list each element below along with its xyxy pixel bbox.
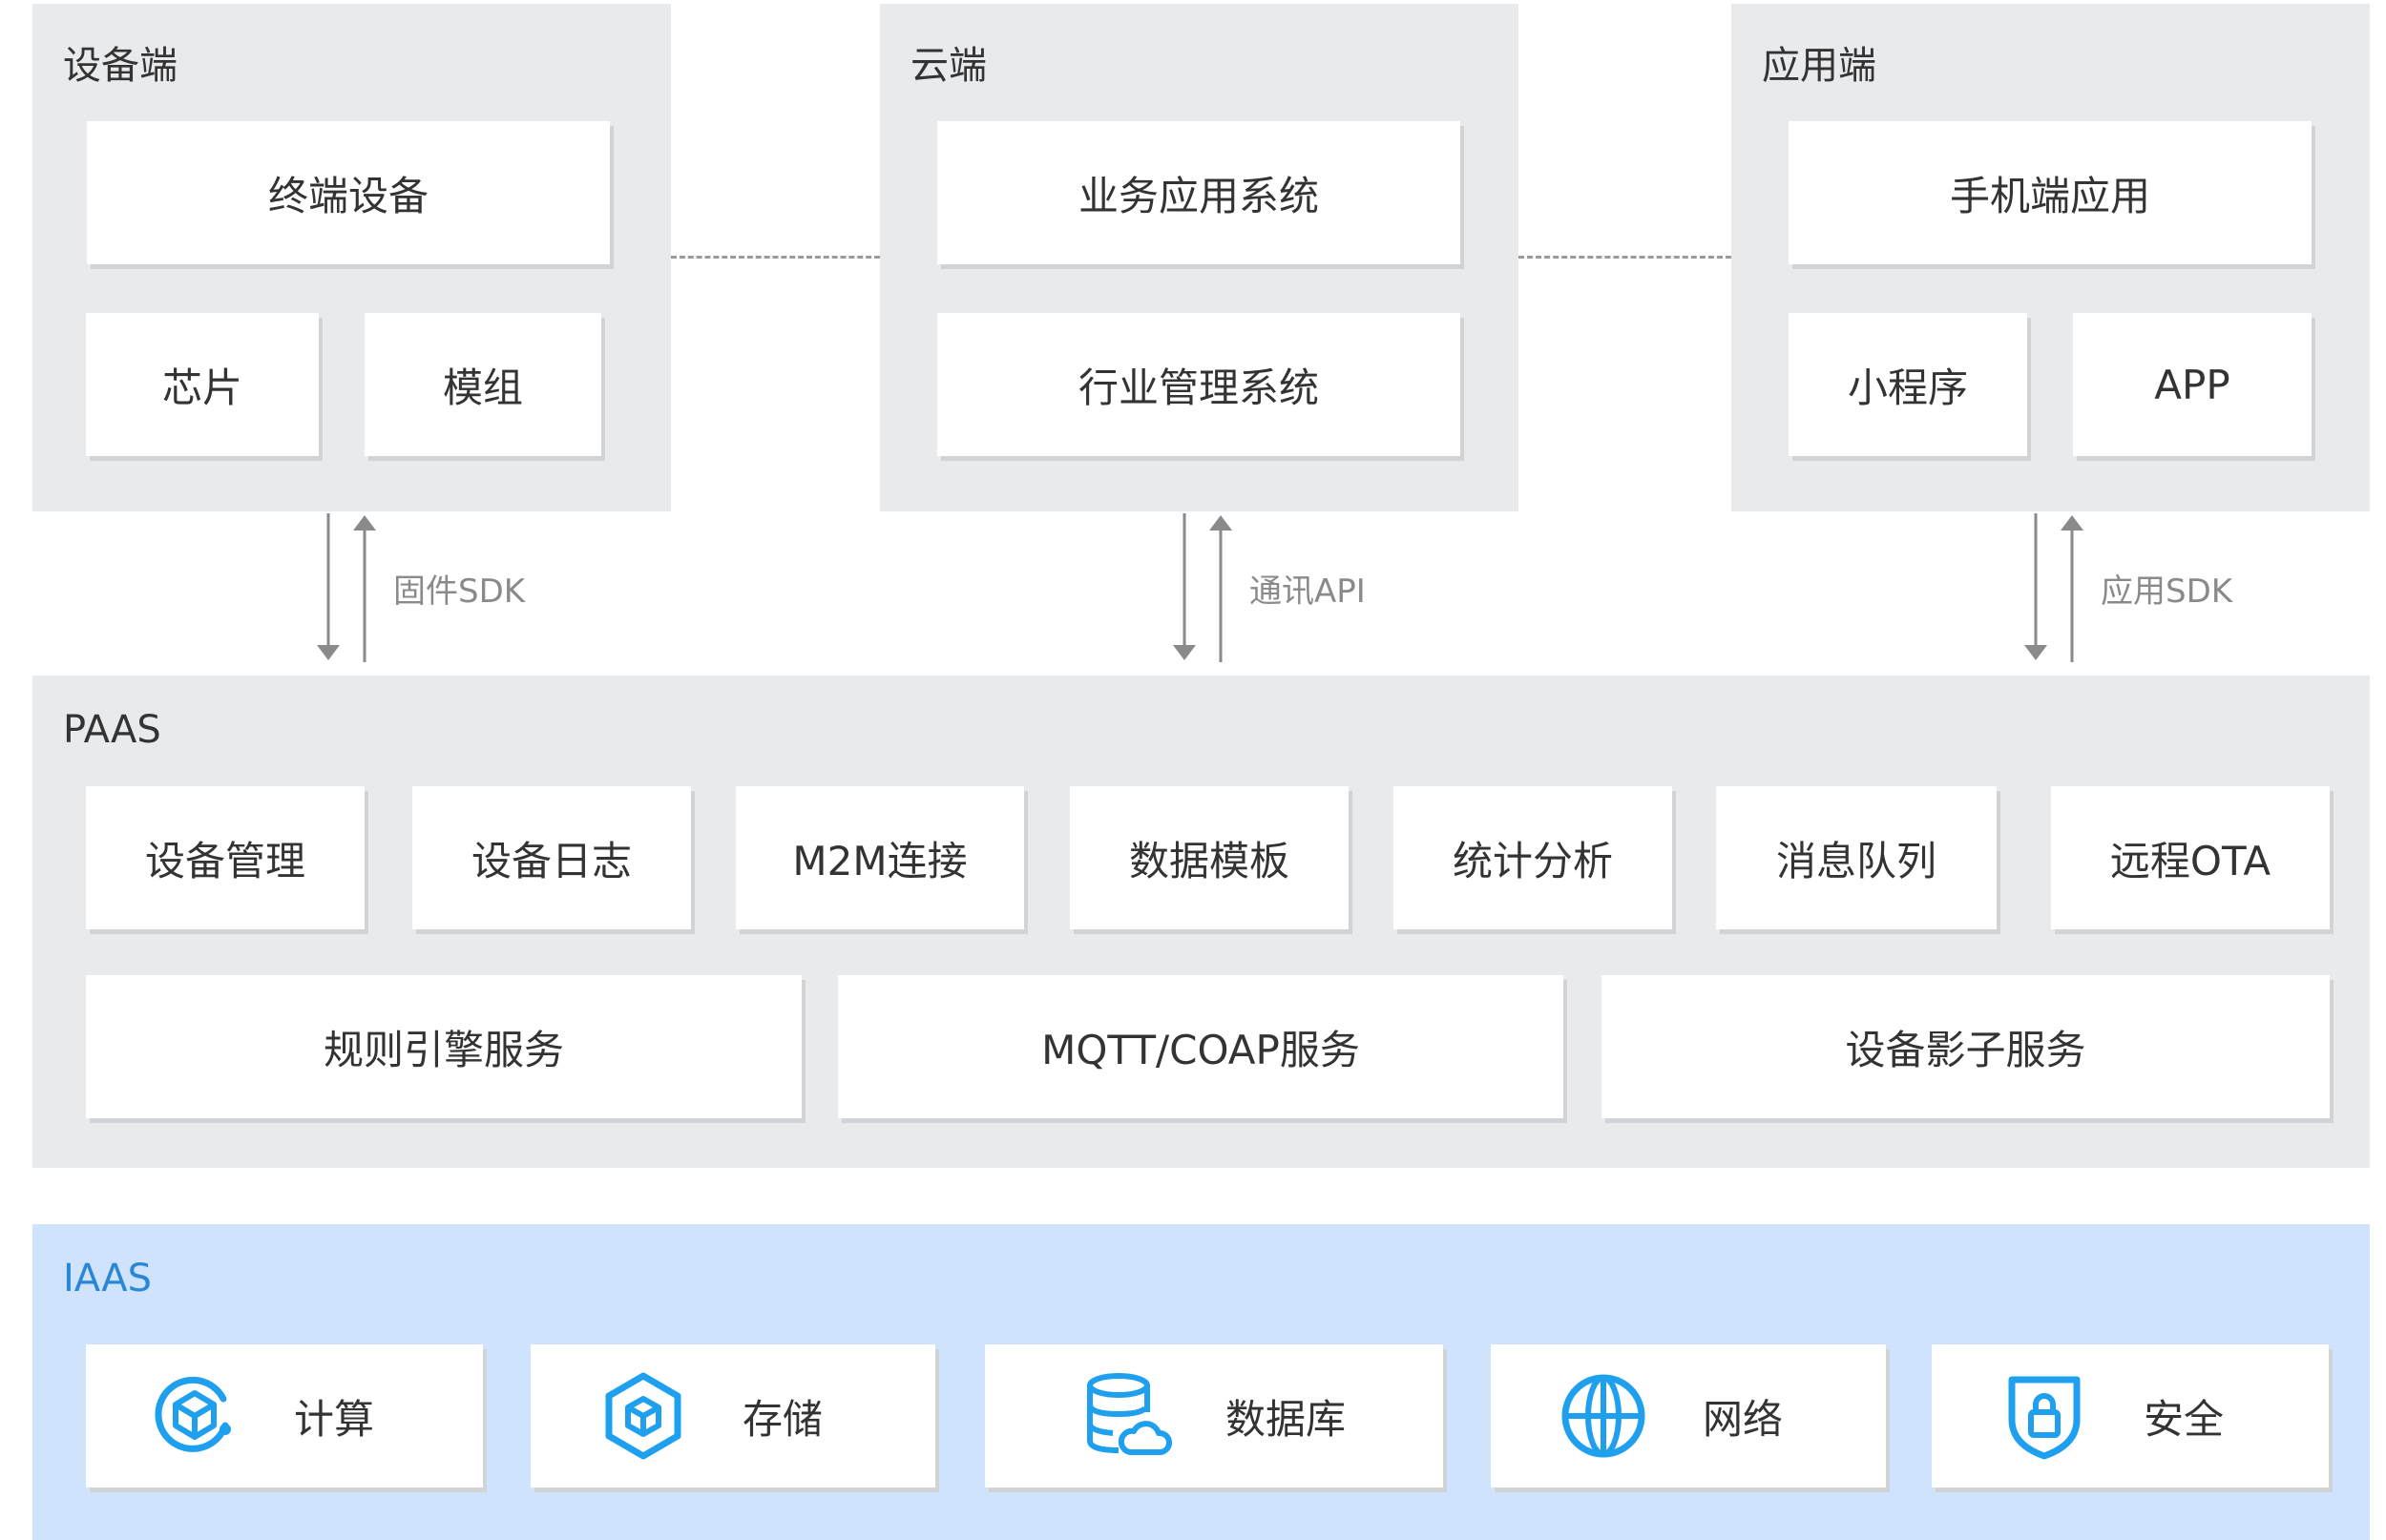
security-icon	[2008, 1376, 2081, 1460]
iaas-item-label: 安全	[2144, 1395, 2225, 1443]
app-box: APP	[2073, 313, 2312, 456]
compute-icon	[155, 1376, 231, 1452]
iaas-item-network: 网络	[1491, 1344, 1886, 1488]
iaas-item-compute: 计算	[86, 1344, 483, 1488]
industry-management-system-box: 行业管理系统	[937, 313, 1460, 456]
iaas-item-label: 计算	[294, 1395, 375, 1443]
iaas-item-security: 安全	[1932, 1344, 2329, 1488]
device-side-panel: 设备端 终端设备 芯片 模组	[32, 4, 671, 511]
paas-service-device-log: 设备日志	[412, 786, 691, 929]
device-shadow-service: 设备影子服务	[1601, 975, 2330, 1118]
firmware-sdk-arrows	[317, 513, 376, 662]
database-icon	[1087, 1373, 1172, 1455]
iaas-item-database: 数据库	[985, 1344, 1443, 1488]
iaas-item-storage: 存储	[531, 1344, 935, 1488]
paas-service-device-management: 设备管理	[86, 786, 365, 929]
cloud-side-title: 云端	[910, 44, 987, 88]
app-side-panel: 应用端 手机端应用 小程序 APP	[1731, 4, 2370, 511]
mqtt-coap-service: MQTT/COAP服务	[838, 975, 1563, 1118]
comm-api-label: 通讯API	[1249, 572, 1366, 611]
chip-box: 芯片	[86, 313, 319, 456]
iaas-panel: IAAS 计算 存储 数据库	[32, 1224, 2370, 1540]
paas-service-m2m-connection: M2M连接	[736, 786, 1024, 929]
mobile-app-box: 手机端应用	[1789, 121, 2312, 264]
comm-api-arrows	[1173, 513, 1232, 662]
storage-icon	[605, 1372, 681, 1460]
app-sdk-label: 应用SDK	[2101, 572, 2233, 611]
paas-service-data-template: 数据模板	[1070, 786, 1349, 929]
iaas-item-label: 存储	[743, 1395, 824, 1443]
dashed-link-device-cloud	[671, 256, 880, 259]
app-sdk-arrows	[2024, 513, 2083, 662]
paas-service-remote-ota: 远程OTA	[2051, 786, 2330, 929]
network-icon	[1561, 1374, 1645, 1458]
business-app-system-box: 业务应用系统	[937, 121, 1460, 264]
mini-program-box: 小程序	[1789, 313, 2027, 456]
iaas-item-label: 网络	[1703, 1395, 1784, 1443]
paas-panel: PAAS 设备管理 设备日志 M2M连接 数据模板 统计分析 消息队列 远程OT…	[32, 676, 2370, 1168]
paas-service-statistics: 统计分析	[1393, 786, 1672, 929]
dashed-link-cloud-app	[1518, 256, 1731, 259]
paas-title: PAAS	[63, 708, 161, 752]
iaas-title: IAAS	[63, 1257, 153, 1301]
paas-service-message-queue: 消息队列	[1716, 786, 1997, 929]
module-box: 模组	[365, 313, 601, 456]
iaas-item-label: 数据库	[1225, 1395, 1347, 1443]
terminal-device-box: 终端设备	[87, 121, 610, 264]
device-side-title: 设备端	[63, 44, 178, 88]
firmware-sdk-label: 固件SDK	[393, 572, 526, 611]
app-side-title: 应用端	[1762, 44, 1876, 88]
cloud-side-panel: 云端 业务应用系统 行业管理系统	[880, 4, 1518, 511]
rule-engine-service: 规则引擎服务	[86, 975, 802, 1118]
